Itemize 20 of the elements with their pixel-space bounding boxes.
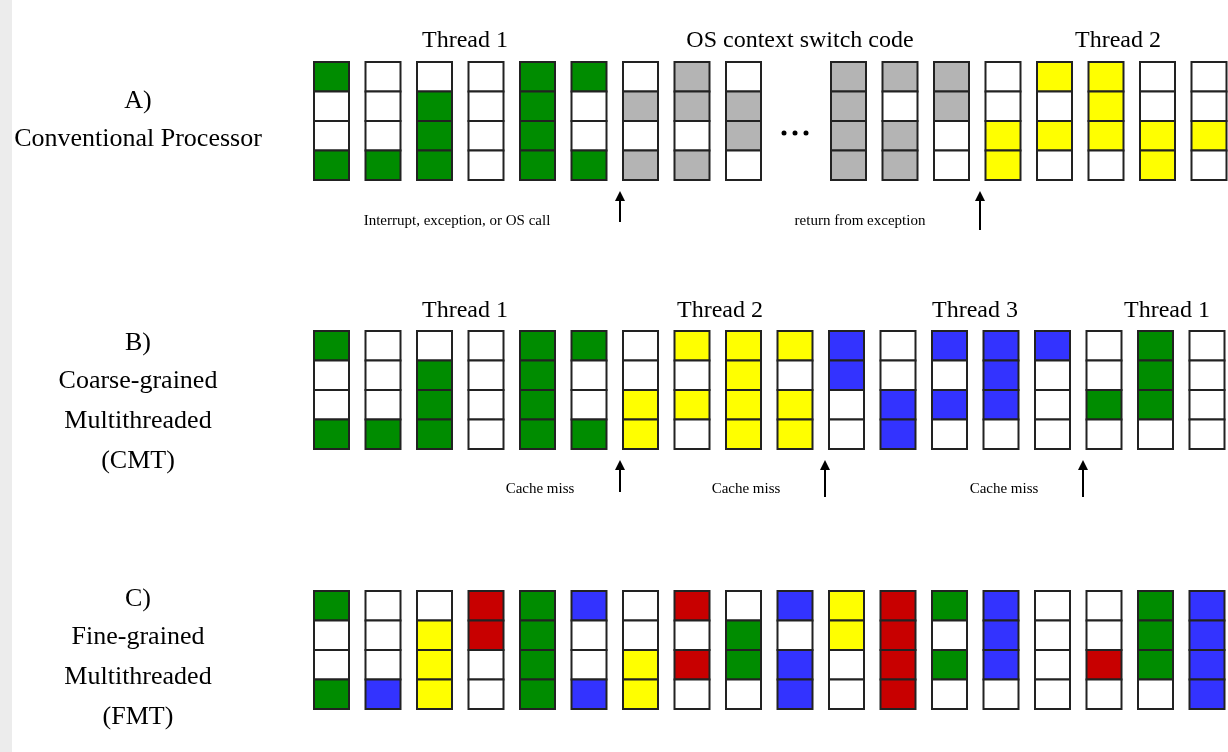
thread-label: Thread 2	[1075, 26, 1161, 53]
annotation-text: Interrupt, exception, or OS call	[363, 212, 551, 229]
row-title: A)	[123, 84, 153, 116]
row-title: Conventional Processor	[13, 122, 263, 154]
row-title: (CMT)	[100, 444, 176, 476]
thread-label: Thread 2	[677, 296, 763, 323]
section-label: OS context switch code	[686, 26, 914, 53]
thread-label: Thread 1	[1124, 296, 1210, 323]
annotation-text: return from exception	[794, 212, 926, 229]
annotation-text: Cache miss	[711, 480, 781, 497]
row-title: B)	[124, 326, 152, 358]
row-title: (FMT)	[101, 700, 175, 732]
annotation-text: Cache miss	[505, 480, 575, 497]
annotation-text: Cache miss	[969, 480, 1039, 497]
row-title: C)	[124, 582, 152, 614]
thread-label: Thread 1	[422, 26, 508, 53]
row-title: Coarse-grained Multithreaded	[57, 364, 219, 436]
thread-label: Thread 1	[422, 296, 508, 323]
thread-label: Thread 3	[932, 296, 1018, 323]
row-title: Fine-grained Multithreaded	[63, 620, 213, 692]
